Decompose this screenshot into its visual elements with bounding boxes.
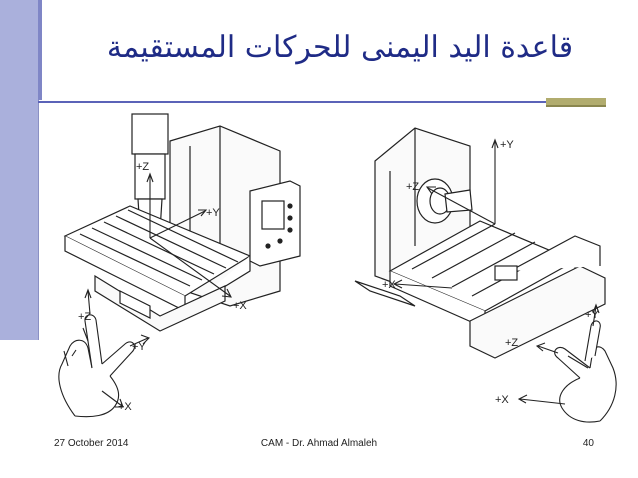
machine-axes-figure: +Z +Y +X +Y +Z +X +Z +Y +X +Y +Z +X (58, 113, 617, 423)
title-divider-accent (546, 98, 606, 105)
left-machine-axes (146, 172, 232, 298)
right-machine-axes (392, 138, 499, 289)
slide-title: قاعدة اليد اليمنى للحركات المستقيمة (106, 30, 574, 65)
right-machine-x-label: +X (382, 279, 396, 291)
left-decor-bar (0, 0, 39, 340)
right-machine-z-label: +Z (406, 181, 419, 193)
title-divider-accent-shadow (546, 105, 606, 107)
footer-date: 27 October 2014 (54, 438, 129, 449)
left-hand-y-label: +Y (132, 341, 146, 353)
right-hand-z-label: +Z (505, 337, 518, 349)
left-decor-strip (38, 0, 42, 100)
footer-author: CAM - Dr. Ahmad Almaleh (260, 438, 378, 449)
title-divider (38, 101, 598, 103)
horizontal-mill-drawing (354, 127, 606, 359)
left-hand-x-label: +X (118, 401, 132, 413)
left-hand-sketch (58, 288, 150, 418)
left-machine-x-label: +X (233, 300, 247, 312)
right-hand-sketch (517, 303, 617, 423)
right-hand-x-label: +X (495, 394, 509, 406)
left-hand-z-label: +Z (78, 311, 91, 323)
left-machine-z-label: +Z (136, 161, 149, 173)
left-machine-y-label: +Y (206, 207, 220, 219)
right-hand-y-label: +Y (585, 309, 599, 321)
right-machine-y-label: +Y (500, 139, 514, 151)
slide-number: 40 (582, 438, 594, 449)
